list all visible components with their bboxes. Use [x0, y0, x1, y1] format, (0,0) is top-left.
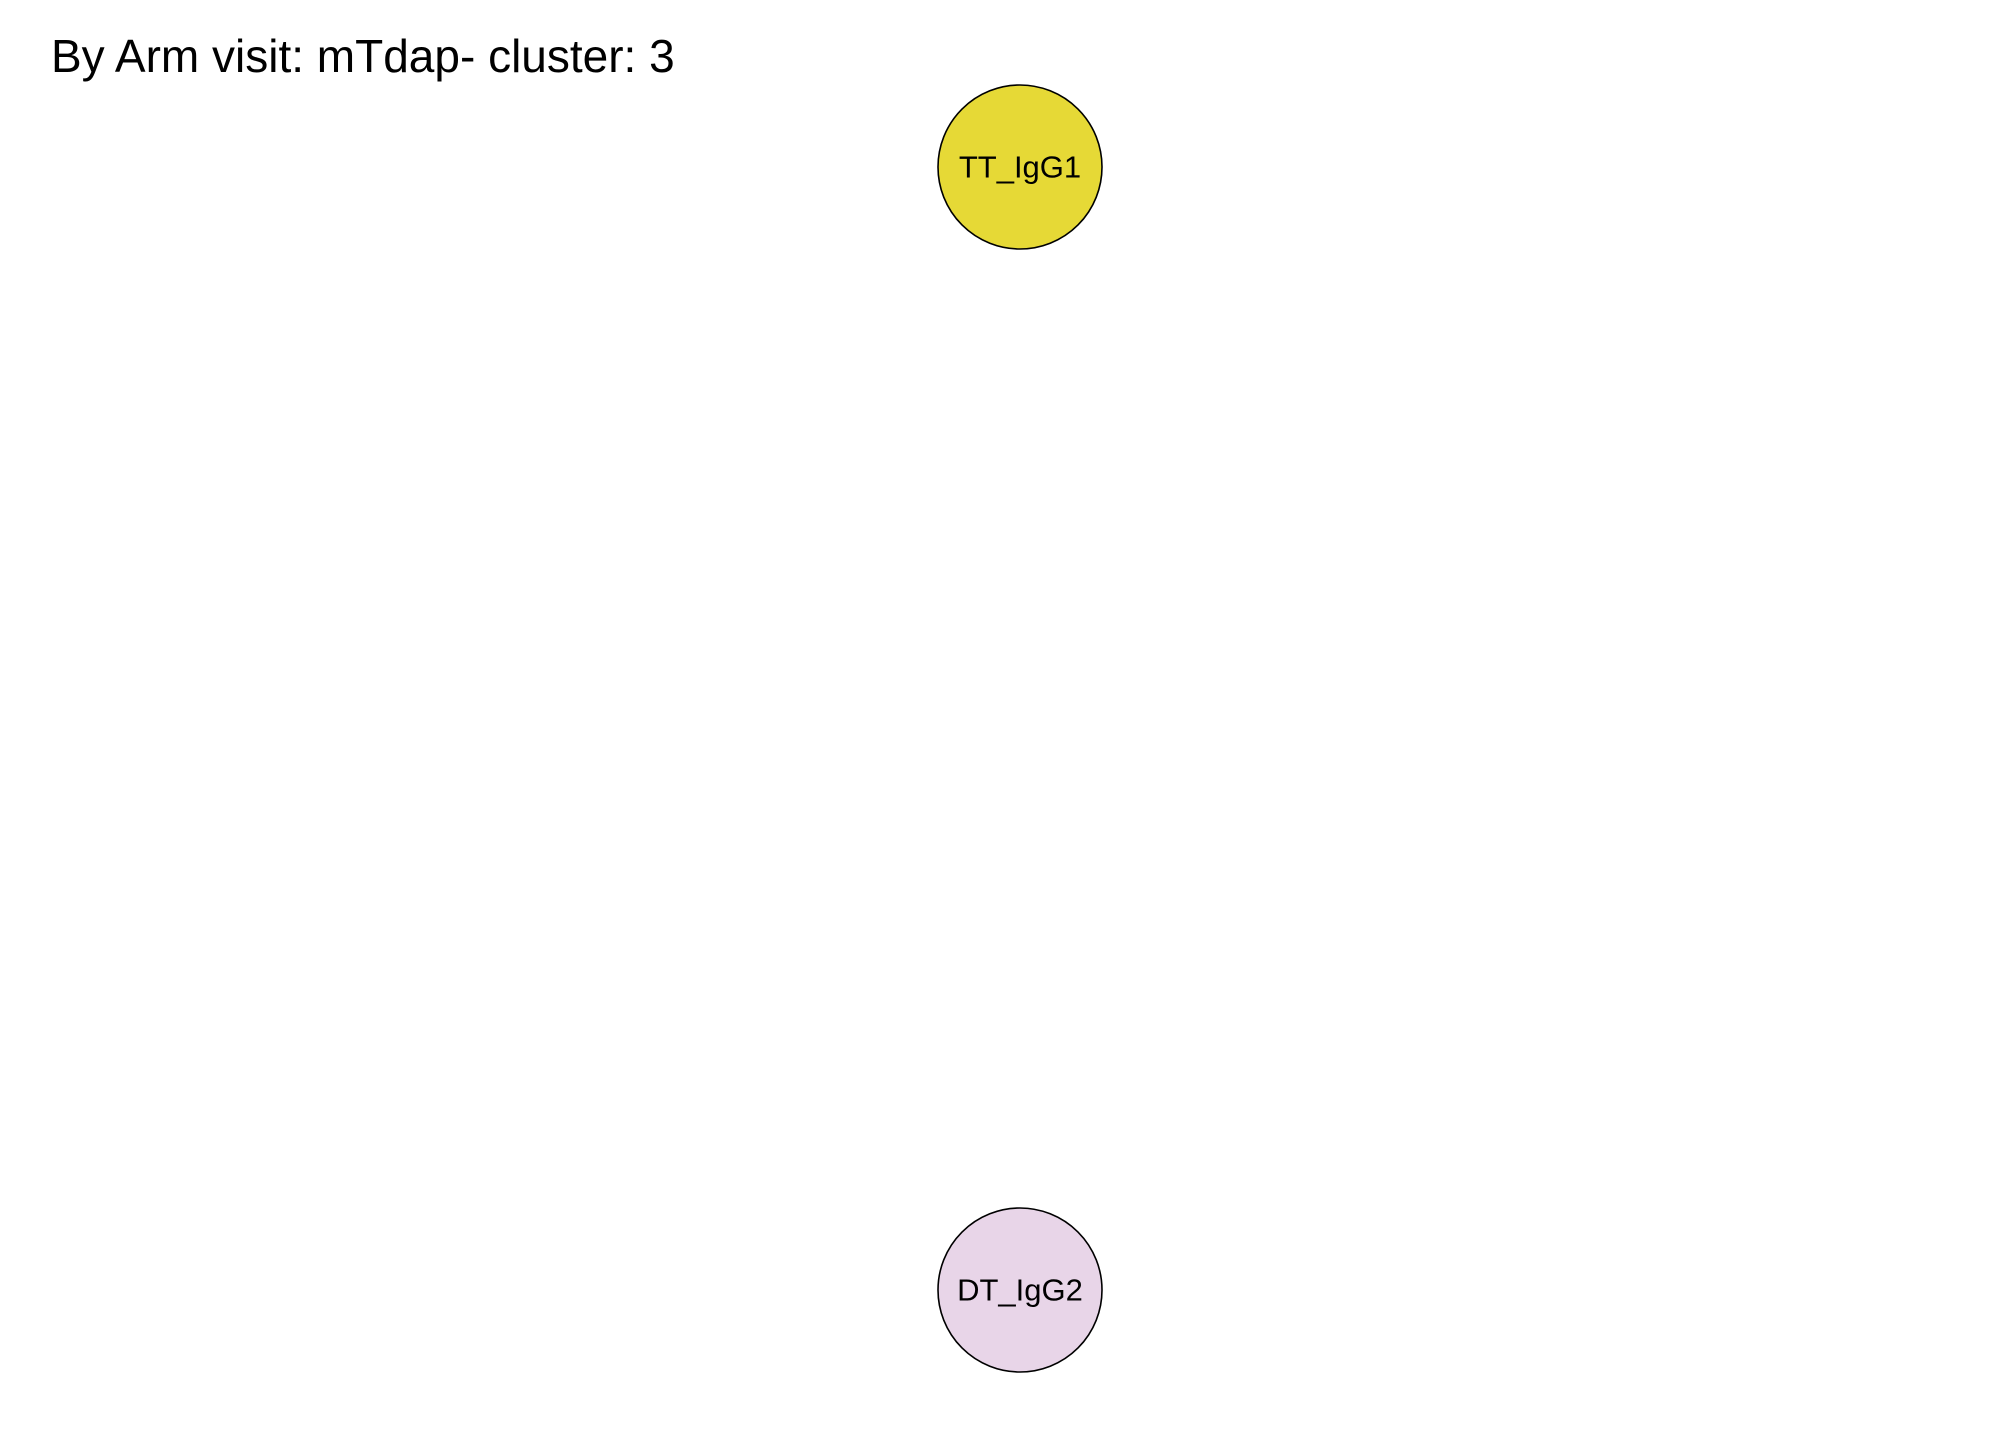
plot-title: By Arm visit: mTdap- cluster: 3	[51, 30, 675, 82]
node-dt-igg2: DT_IgG2	[937, 1207, 1103, 1373]
node-tt-igg1: TT_IgG1	[937, 84, 1103, 250]
node-circle-dt-igg2	[937, 1207, 1103, 1373]
node-label-tt-igg1: TT_IgG1	[959, 150, 1081, 185]
node-label-dt-igg2: DT_IgG2	[957, 1273, 1083, 1308]
node-circle-tt-igg1	[937, 84, 1103, 250]
